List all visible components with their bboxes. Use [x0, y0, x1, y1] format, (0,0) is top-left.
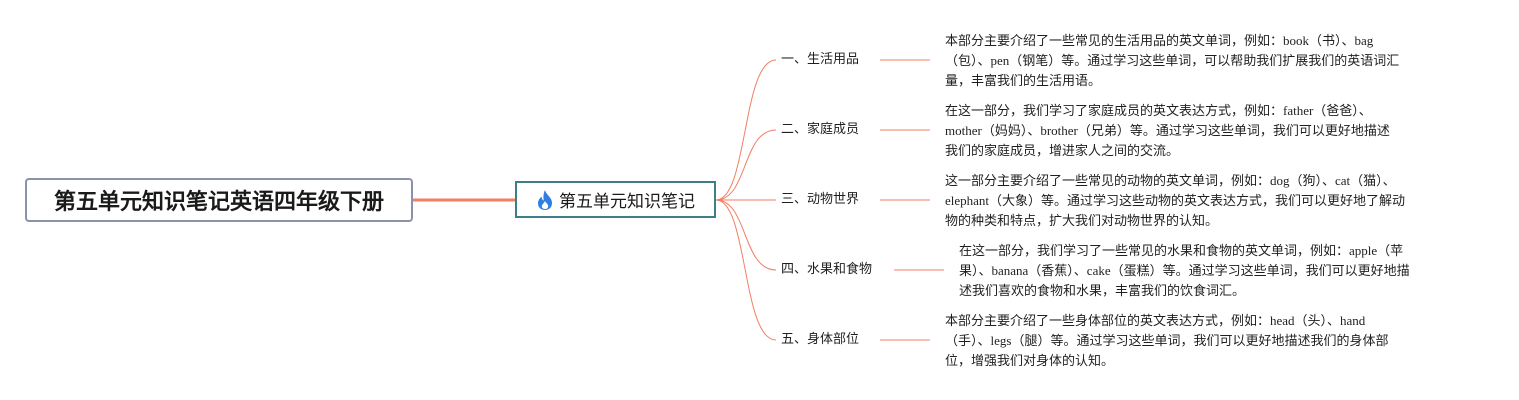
- branch-label-text: 四、水果和食物: [781, 262, 873, 277]
- connector-main-branch-2: [715, 129, 777, 201]
- main-topic-label: 第五单元知识笔记: [559, 192, 695, 212]
- root-topic[interactable]: 第五单元知识笔记英语四年级下册: [25, 178, 413, 222]
- root-topic-label: 第五单元知识笔记英语四年级下册: [53, 190, 384, 215]
- branch-label-body-parts[interactable]: 五、身体部位: [781, 332, 859, 348]
- branch-label-text: 一、生活用品: [781, 52, 860, 67]
- branch-desc-body-parts: 本部分主要介绍了一些身体部位的英文表达方式，例如：head（头）、hand （手…: [945, 313, 1389, 368]
- connector-main-branch-1: [715, 59, 777, 201]
- connector-main-branch-5: [715, 199, 777, 341]
- branch-label-text: 二、家庭成员: [781, 122, 860, 137]
- branch-label-text: 三、动物世界: [781, 192, 860, 207]
- branch-desc-animals: 这一部分主要介绍了一些常见的动物的英文单词，例如：dog（狗）、cat（猫）、 …: [945, 173, 1406, 228]
- branch-desc-family: 在这一部分，我们学习了家庭成员的英文表达方式，例如：father（爸爸）、 mo…: [945, 103, 1390, 158]
- branch-label-fruit-food[interactable]: 四、水果和食物: [781, 262, 872, 278]
- fire-icon: [538, 189, 552, 210]
- connector-main-branch-4: [715, 199, 777, 271]
- main-topic[interactable]: 第五单元知识笔记: [515, 181, 716, 218]
- branch-label-daily-items[interactable]: 一、生活用品: [781, 52, 859, 68]
- branch-desc-daily-items: 本部分主要介绍了一些常见的生活用品的英文单词，例如：book（书）、bag （包…: [945, 33, 1400, 88]
- branch-label-text: 五、身体部位: [781, 332, 860, 347]
- branch-desc-fruit-food: 在这一部分，我们学习了一些常见的水果和食物的英文单词，例如：apple（苹 果）…: [959, 243, 1410, 298]
- branch-label-family[interactable]: 二、家庭成员: [781, 122, 859, 138]
- branch-label-animals[interactable]: 三、动物世界: [781, 192, 859, 208]
